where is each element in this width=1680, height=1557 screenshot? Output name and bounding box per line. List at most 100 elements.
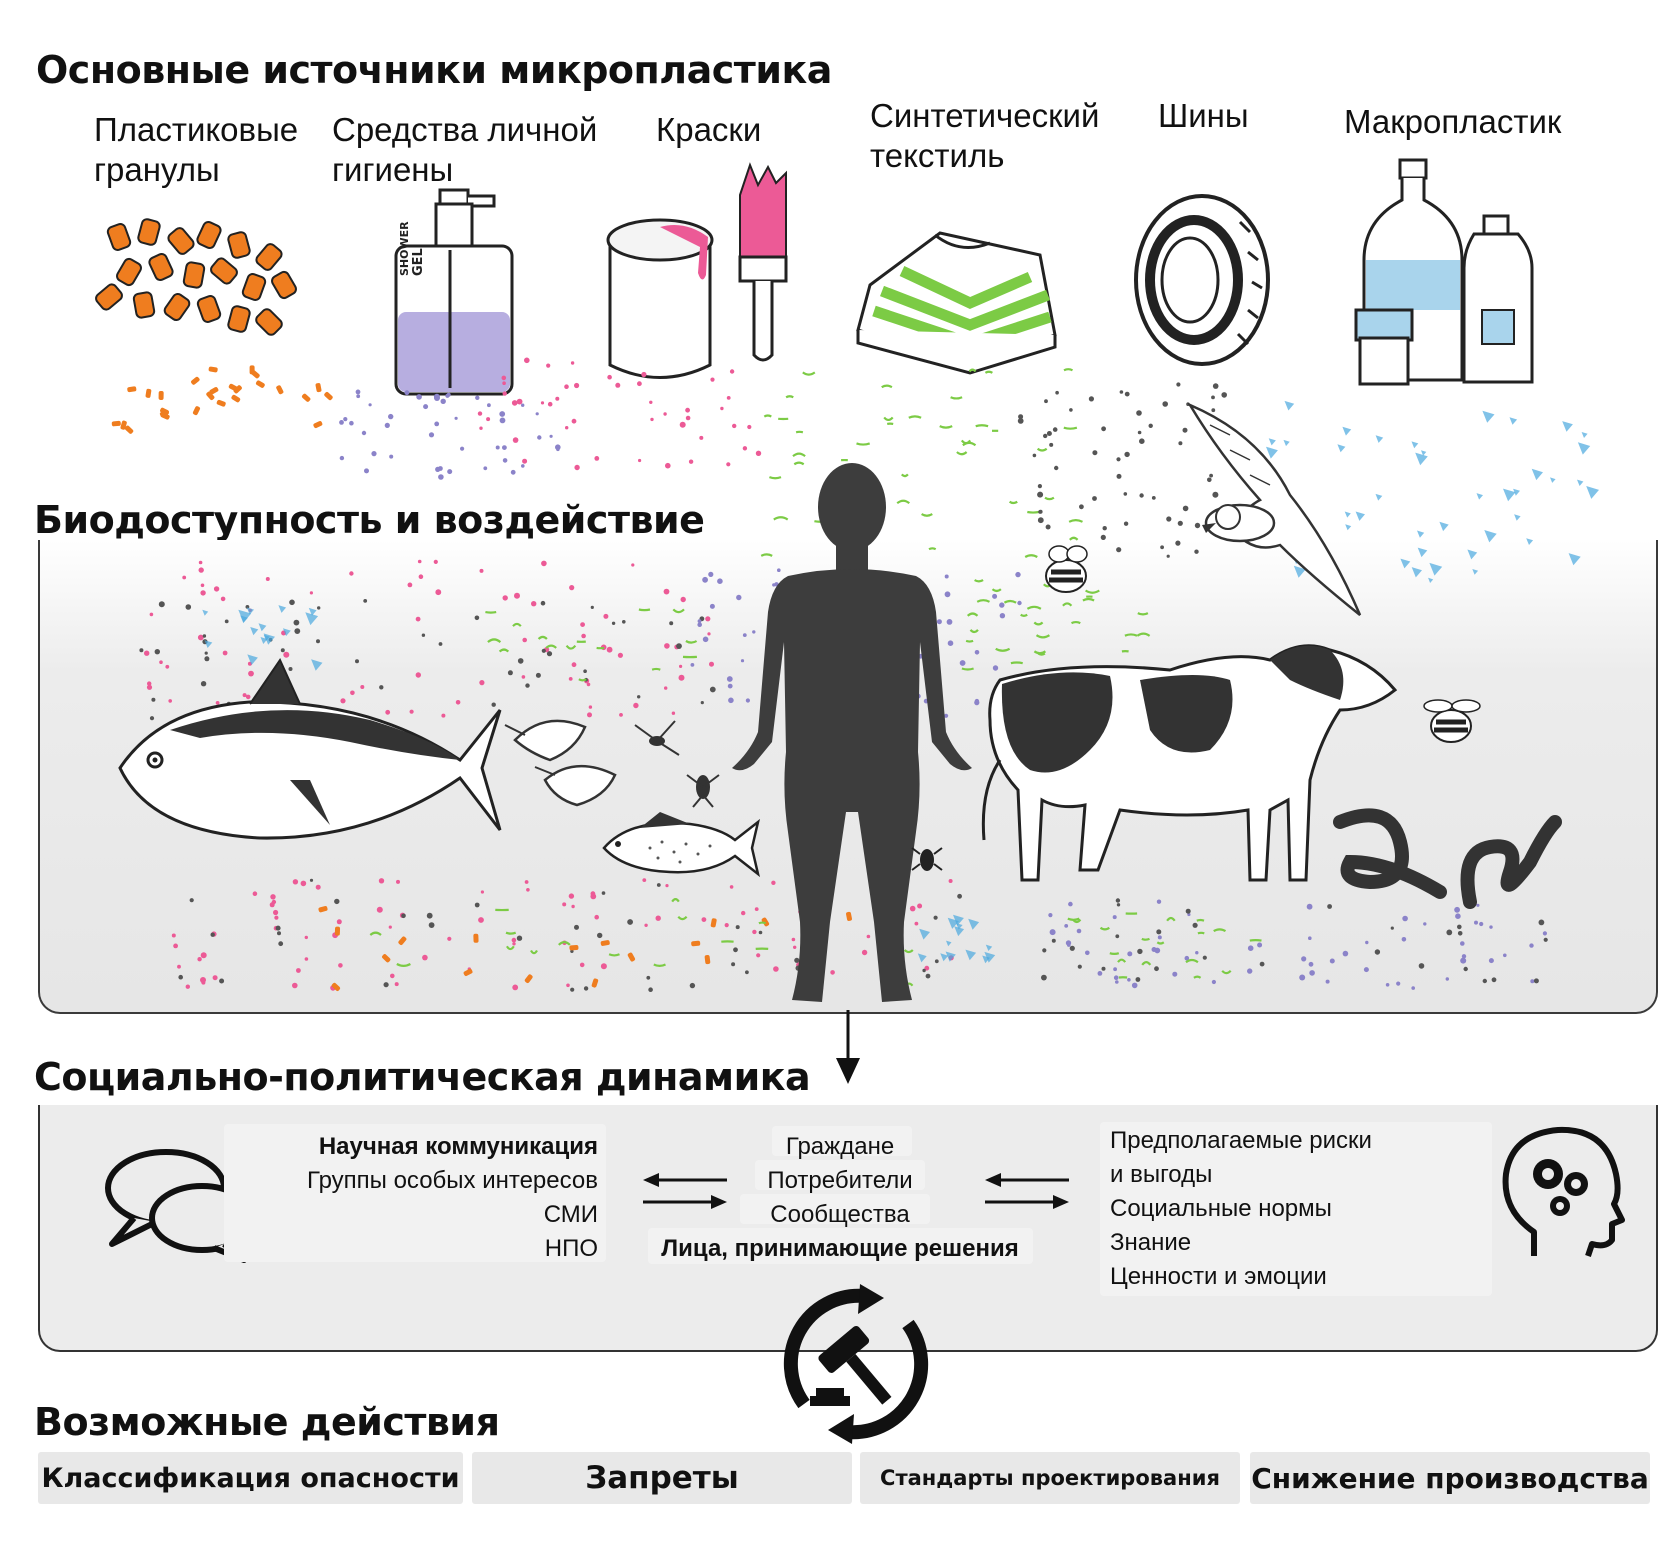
- microplastic-particle: [340, 698, 346, 704]
- microplastic-particle: [1374, 949, 1381, 955]
- microplastic-particle: [1124, 633, 1138, 637]
- microplastic-particle: [1411, 441, 1419, 449]
- microplastic-particle: [339, 420, 344, 425]
- microplastic-particle: [638, 458, 642, 463]
- microplastic-particle: [735, 925, 740, 930]
- microplastic-particle: [1067, 917, 1080, 921]
- microplastic-particle: [646, 975, 651, 980]
- microplastic-particle: [999, 602, 1005, 608]
- communication-item: Научная коммуникация: [318, 1133, 598, 1160]
- microplastic-particle: [1455, 913, 1461, 919]
- microplastic-particle: [966, 612, 979, 617]
- microplastic-particle: [758, 930, 763, 935]
- microplastic-particle: [1212, 383, 1219, 389]
- microplastic-particle: [368, 403, 372, 407]
- microplastic-particle: [1249, 939, 1262, 942]
- microplastic-particle: [546, 363, 551, 368]
- microplastic-particle: [601, 891, 606, 895]
- microplastic-particle: [1363, 967, 1369, 973]
- microplastic-particle: [881, 384, 893, 389]
- microplastic-particle: [1077, 964, 1082, 969]
- microplastic-particle: [680, 596, 686, 603]
- microplastic-particle: [338, 963, 343, 968]
- microplastic-particle: [501, 375, 507, 381]
- microplastic-particle: [396, 963, 411, 967]
- microplastic-particle: [965, 639, 974, 643]
- microplastic-particle: [1306, 903, 1313, 910]
- microplastic-particle: [745, 698, 751, 703]
- microplastic-particle: [111, 420, 121, 427]
- microplastic-particle: [1088, 396, 1094, 402]
- microplastic-particle: [1024, 554, 1038, 558]
- microplastic-particle: [251, 370, 260, 379]
- microplastic-particle: [569, 585, 575, 591]
- microplastic-particle: [292, 879, 299, 885]
- microplastic-particle: [566, 983, 570, 988]
- microplastic-particle: [1048, 913, 1053, 918]
- microplastic-particle: [728, 697, 734, 704]
- microplastic-particle: [1193, 975, 1202, 979]
- microplastic-particle: [1503, 488, 1516, 502]
- microplastic-particle: [1257, 942, 1263, 948]
- microplastic-particle: [401, 913, 406, 919]
- perception-item: Ценности и эмоции: [1110, 1263, 1327, 1290]
- microplastic-particle: [478, 917, 484, 923]
- microplastic-particle: [1017, 418, 1024, 424]
- microplastic-particle: [953, 914, 964, 926]
- microplastic-particle: [485, 611, 497, 614]
- microplastic-particle: [1211, 408, 1216, 413]
- microplastic-particle: [171, 933, 176, 938]
- microplastic-particle: [982, 955, 990, 964]
- communication-list: Научная коммуникация Группы особых интер…: [250, 1130, 598, 1266]
- microplastic-particle: [1182, 427, 1188, 433]
- microplastic-particle: [1266, 446, 1278, 459]
- microplastic-particle: [273, 909, 279, 916]
- microplastic-particle: [308, 607, 317, 616]
- microplastic-particle: [756, 953, 761, 958]
- microplastic-particle: [856, 442, 871, 446]
- microplastic-particle: [1068, 901, 1073, 907]
- microplastic-particle: [334, 898, 340, 905]
- microplastic-particle: [1439, 521, 1449, 532]
- microplastic-particle: [606, 646, 613, 653]
- microplastic-particle: [1123, 492, 1128, 496]
- microplastic-particle: [1479, 921, 1484, 927]
- microplastic-particle: [1139, 438, 1145, 445]
- microplastic-particle: [637, 695, 641, 699]
- microplastic-particle: [794, 957, 800, 963]
- microplastic-particle: [1020, 613, 1028, 617]
- microplastic-particle: [1184, 955, 1190, 961]
- microplastic-particle: [147, 681, 152, 686]
- microplastic-particle: [1411, 567, 1422, 578]
- microplastic-particle: [699, 435, 704, 440]
- microplastic-particle: [669, 621, 674, 626]
- earthworm-icon: [1333, 808, 1562, 909]
- microplastic-particle: [741, 910, 746, 916]
- microplastic-particle: [701, 917, 707, 922]
- microplastic-particle: [556, 447, 560, 452]
- microplastic-particle: [1175, 540, 1181, 546]
- microplastic-particle: [649, 400, 653, 404]
- microplastic-particle: [1115, 934, 1120, 939]
- microplastic-particle: [653, 963, 666, 967]
- microplastic-particle: [1185, 908, 1191, 914]
- microplastic-particle: [1063, 368, 1074, 372]
- microplastic-particle: [521, 403, 525, 407]
- microplastic-particle: [371, 451, 377, 457]
- public-box-3: [740, 1194, 930, 1224]
- microplastic-particle: [1301, 956, 1307, 962]
- microplastic-particle: [1513, 488, 1520, 496]
- microplastic-particle: [178, 974, 183, 980]
- microplastic-particle: [389, 454, 394, 459]
- microplastic-particle: [590, 605, 594, 610]
- microplastic-particle: [1151, 496, 1156, 500]
- microplastic-particle: [383, 982, 389, 988]
- microplastic-particle: [961, 667, 974, 671]
- microplastic-particle: [1467, 549, 1478, 560]
- microplastic-particle: [309, 878, 314, 882]
- microplastic-particle: [689, 982, 696, 989]
- microplastic-particle: [677, 915, 688, 921]
- microplastic-particle: [795, 430, 804, 434]
- microplastic-particle: [246, 607, 254, 615]
- microplastic-particle: [1046, 431, 1052, 436]
